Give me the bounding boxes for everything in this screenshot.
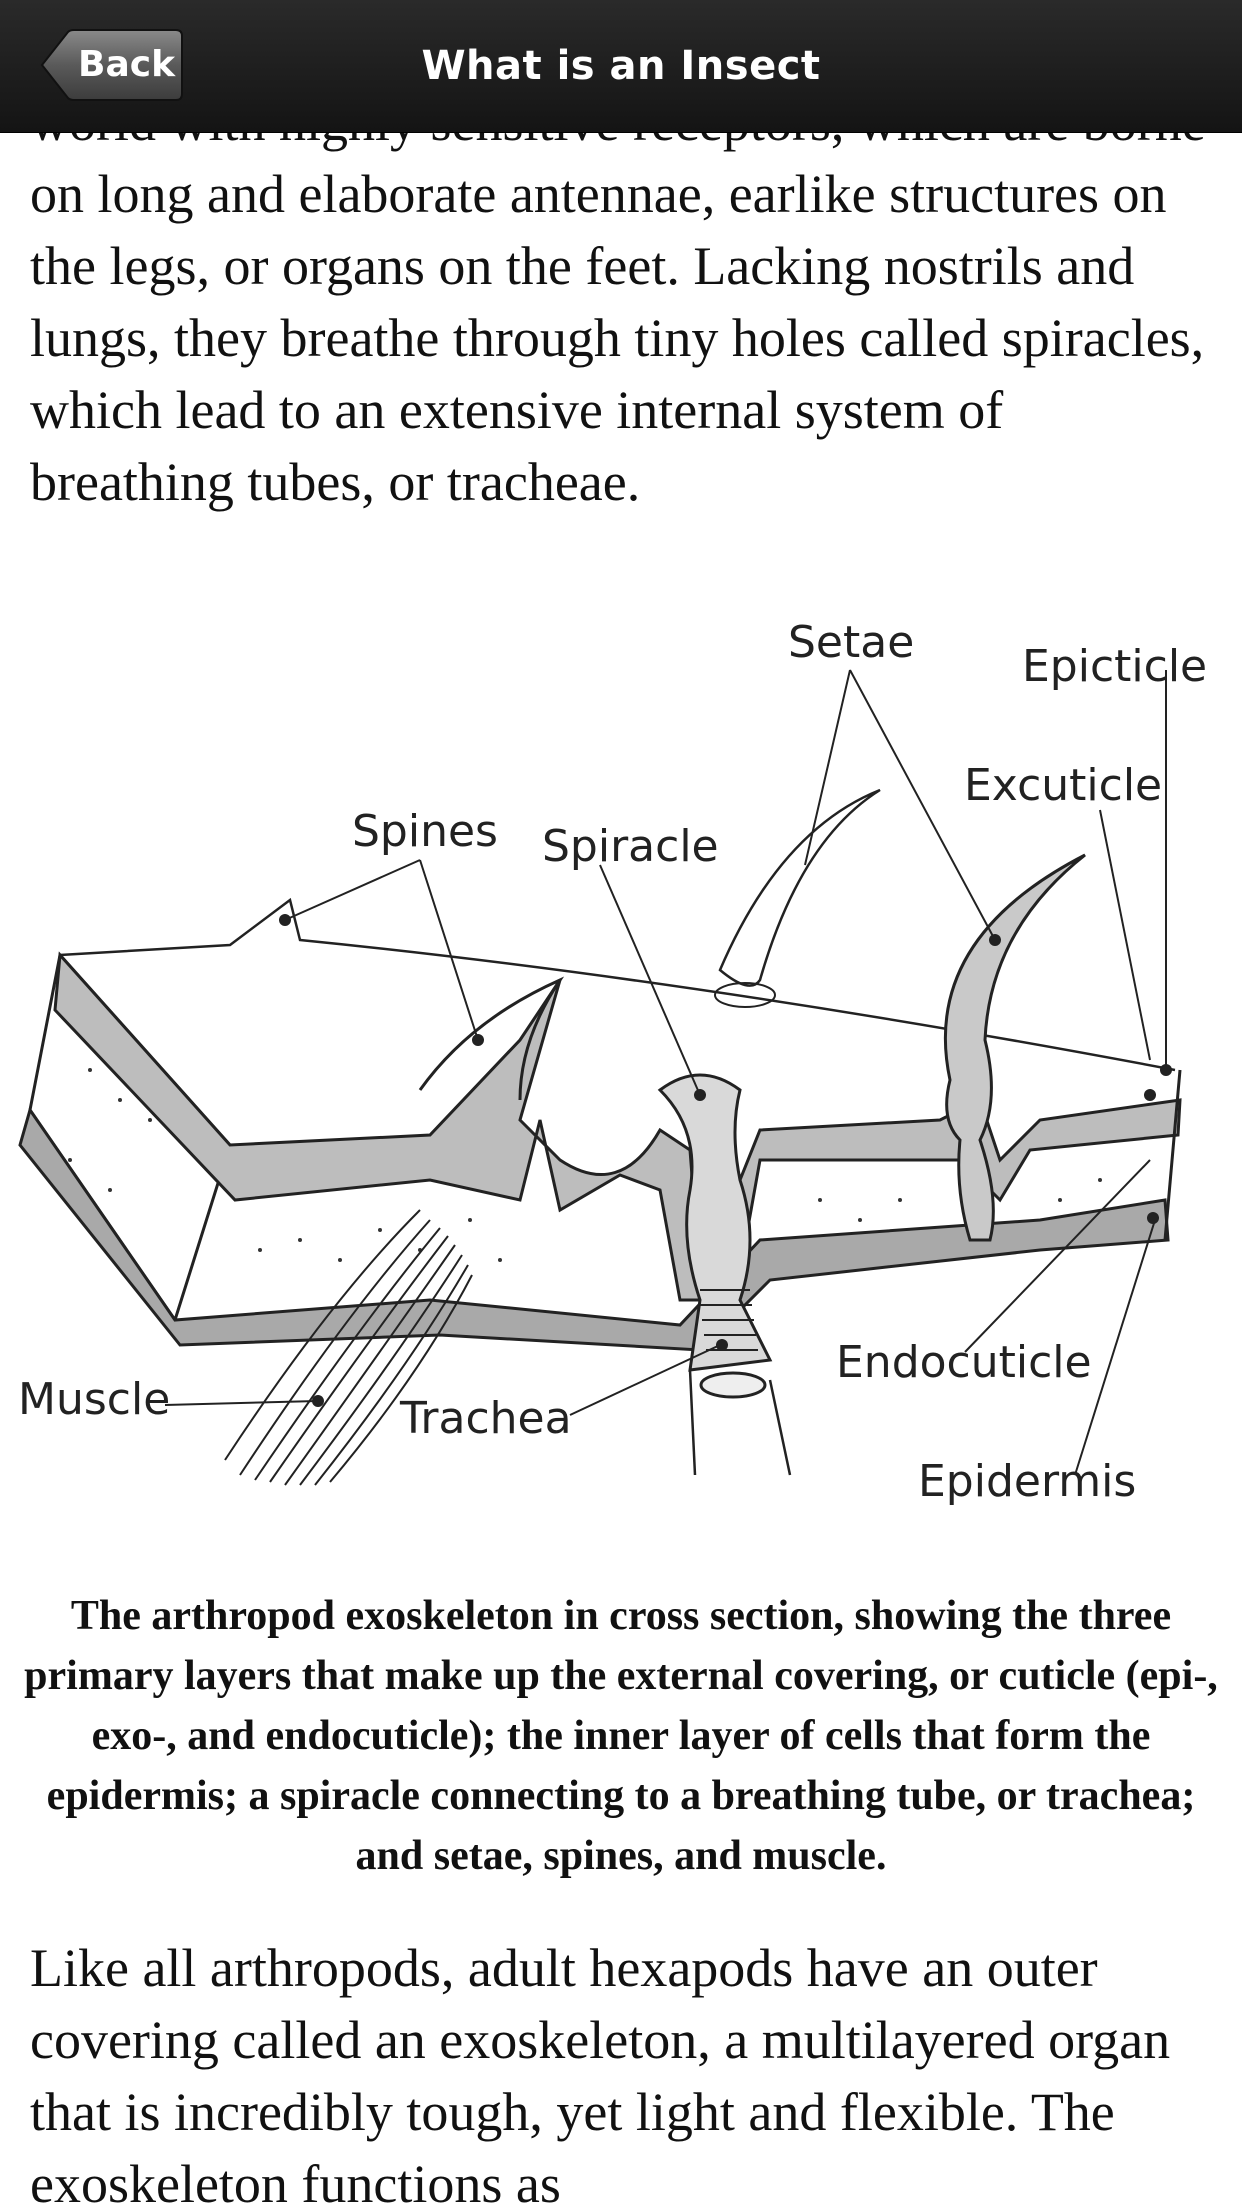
label-spiracle: Spiracle xyxy=(542,821,719,872)
back-button-shape xyxy=(40,29,183,101)
label-muscle: Muscle xyxy=(18,1374,170,1425)
label-excuticle: Excuticle xyxy=(964,760,1162,811)
article-paragraph-bottom: Like all arthropods, adult hexapods have… xyxy=(30,1938,1171,2208)
exoskeleton-figure: Setae Epicticle Excuticle Spines Spiracl… xyxy=(0,600,1242,1530)
label-epicticle: Epicticle xyxy=(1022,641,1207,692)
label-endocuticle: Endocuticle xyxy=(836,1337,1092,1388)
navigation-bar: What is an Insect Back xyxy=(0,0,1242,133)
back-button-label: Back xyxy=(78,44,176,85)
figure-caption: The arthropod exoskeleton in cross secti… xyxy=(24,1593,1218,1879)
exoskeleton-diagram: Setae Epicticle Excuticle Spines Spiracl… xyxy=(18,617,1207,1507)
label-spines: Spines xyxy=(352,806,498,857)
label-epidermis: Epidermis xyxy=(918,1456,1136,1507)
label-setae: Setae xyxy=(788,617,914,668)
back-button[interactable]: Back xyxy=(40,28,184,102)
article-paragraph-top: world with highly sensitive receptors, w… xyxy=(30,92,1206,512)
label-trachea: Trachea xyxy=(399,1393,572,1444)
page-title: What is an Insect xyxy=(421,43,821,89)
